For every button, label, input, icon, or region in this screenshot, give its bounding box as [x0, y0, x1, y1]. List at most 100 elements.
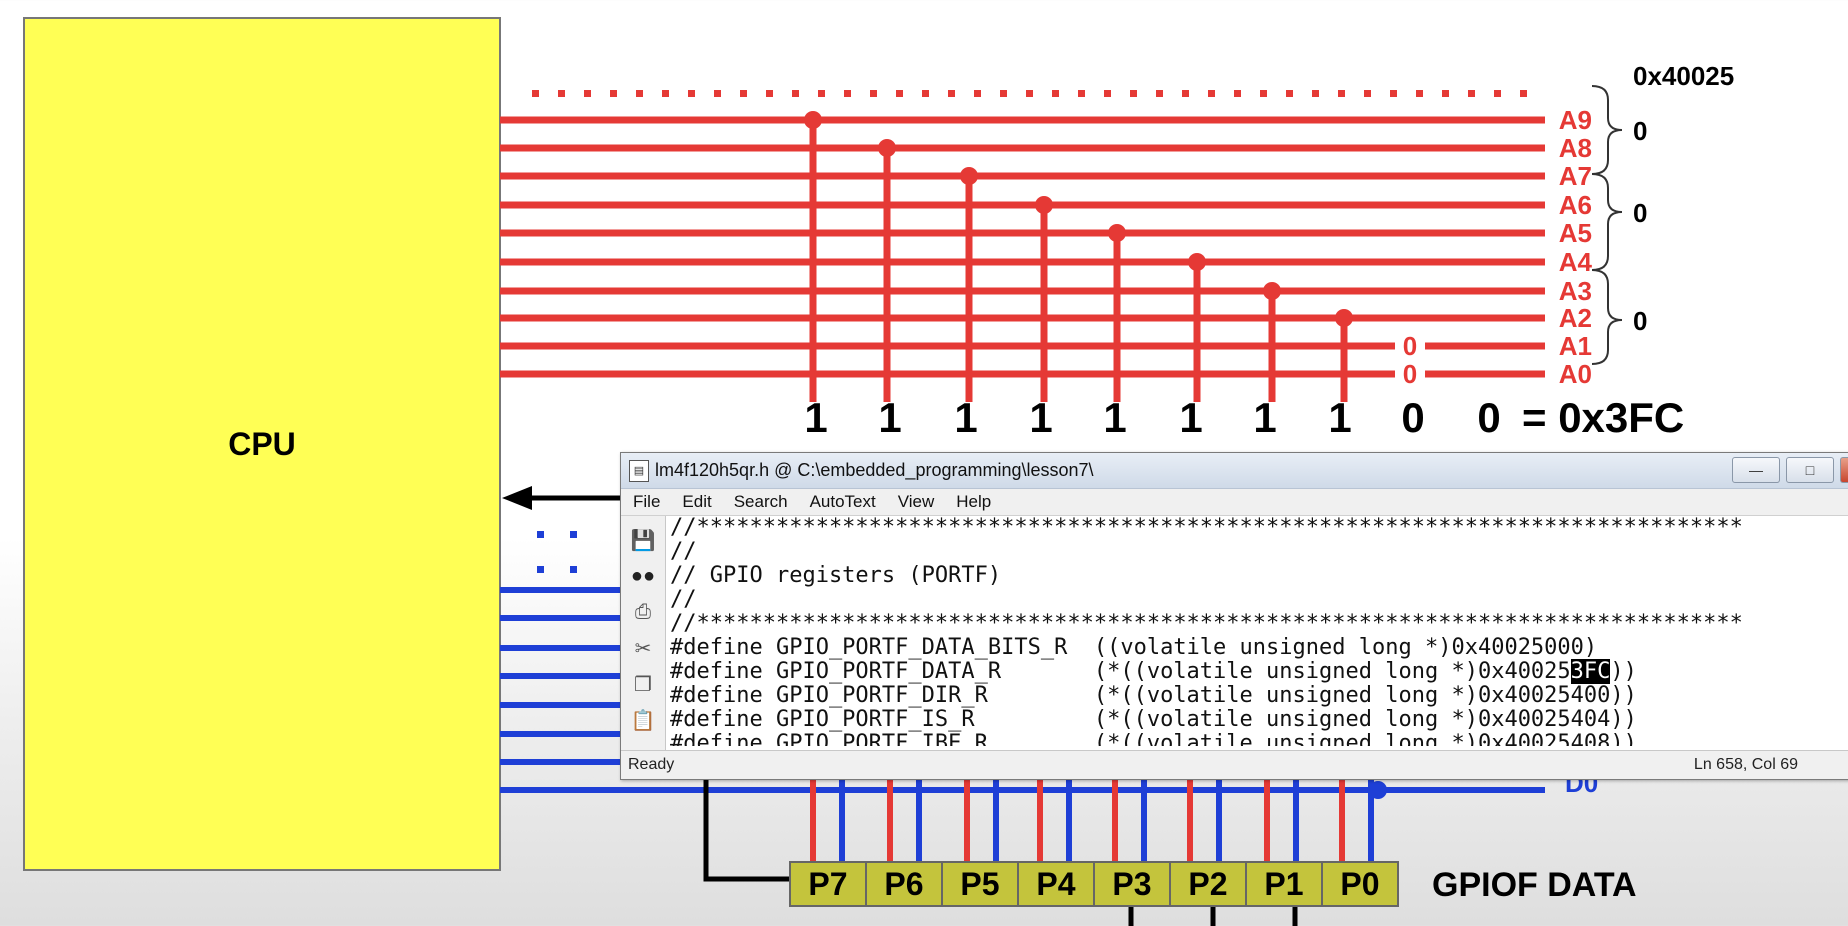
address-dot	[818, 90, 825, 97]
code-line: //	[670, 587, 697, 612]
bit-value: 1	[954, 394, 977, 441]
menu-search[interactable]: Search	[733, 492, 788, 511]
address-dot	[558, 90, 565, 97]
address-dot	[662, 90, 669, 97]
pin-label: P7	[808, 866, 847, 902]
bit-tap-dot	[1188, 253, 1206, 271]
address-dot	[1156, 90, 1163, 97]
editor-window[interactable]: ▤ lm4f120h5qr.h @ C:\embedded_programmin…	[620, 452, 1848, 780]
print-icon[interactable]: ⎙	[635, 600, 651, 623]
address-dot	[1286, 90, 1293, 97]
code-line: #define GPIO_PORTF_IBE_R (*((volatile un…	[670, 732, 1637, 746]
address-dot	[610, 90, 617, 97]
address-dot	[766, 90, 773, 97]
address-dot	[1000, 90, 1007, 97]
address-dot	[688, 90, 695, 97]
menu-help[interactable]: Help	[956, 492, 992, 511]
bit-tap-dot	[1035, 196, 1053, 214]
close-button[interactable]	[1840, 457, 1848, 483]
bit-value: 1	[804, 394, 827, 441]
data-dot	[537, 531, 544, 538]
save-icon[interactable]: 💾	[630, 529, 656, 552]
maximize-button[interactable]: □	[1786, 457, 1834, 483]
address-dot	[1468, 90, 1475, 97]
pin-label: P2	[1188, 866, 1227, 902]
menu-bar: File Edit Search AutoText View Help	[621, 489, 1848, 516]
address-dot	[1026, 90, 1033, 97]
paste-icon[interactable]: 📋	[630, 709, 656, 732]
code-line: //	[670, 539, 697, 564]
address-line-label: A1	[1559, 331, 1592, 361]
address-dot	[1208, 90, 1215, 97]
data-dot	[537, 566, 544, 573]
gpio-label: GPIOF DATA	[1432, 866, 1637, 904]
pin-label: P5	[960, 866, 999, 902]
selected-text: 3FC	[1570, 659, 1611, 684]
address-zero-label: 0	[1403, 331, 1417, 361]
bit-value: 1	[1179, 394, 1202, 441]
bit-tap-dot	[960, 167, 978, 185]
code-text-end: ))	[1610, 659, 1637, 684]
document-icon: ▤	[629, 459, 649, 482]
address-dot	[1104, 90, 1111, 97]
address-line-label: A0	[1559, 359, 1592, 389]
address-dot	[896, 90, 903, 97]
address-dot	[1182, 90, 1189, 97]
control-wire	[703, 780, 1298, 926]
code-editor[interactable]: //**************************************…	[666, 516, 1848, 751]
address-dot	[1312, 90, 1319, 97]
address-line-label: A7	[1559, 161, 1592, 191]
group-value-a30: 0	[1633, 306, 1647, 336]
menu-view[interactable]: View	[897, 492, 935, 511]
menu-edit[interactable]: Edit	[682, 492, 712, 511]
address-dots	[532, 90, 1527, 97]
copy-icon[interactable]: ❐	[634, 673, 652, 696]
zero-gap	[1395, 333, 1425, 359]
address-dot	[1520, 90, 1527, 97]
bit-value: 1	[878, 394, 901, 441]
code-line: // GPIO registers (PORTF)	[670, 563, 1002, 588]
bit-value: 0	[1401, 394, 1424, 441]
code-text: #define GPIO_PORTF_DATA_R (*((volatile u…	[670, 659, 1571, 684]
bit-tap-dot	[878, 139, 896, 157]
address-dot	[740, 90, 747, 97]
pin-box	[1169, 861, 1247, 907]
address-dot	[1234, 90, 1241, 97]
group-value-a98: 0	[1633, 116, 1647, 146]
base-address: 0x40025	[1633, 61, 1734, 91]
status-bar: Ready Ln 658, Col 69	[621, 750, 1848, 779]
address-line-label: A4	[1559, 247, 1593, 277]
address-dot	[1078, 90, 1085, 97]
cpu-label: CPU	[228, 426, 296, 462]
address-dot	[714, 90, 721, 97]
cpu-block	[23, 17, 501, 871]
binoculars-icon[interactable]: ●●	[630, 564, 656, 587]
minimize-button[interactable]: —	[1732, 457, 1780, 483]
address-dot	[1130, 90, 1137, 97]
bit-value: 1	[1328, 394, 1351, 441]
address-dot	[974, 90, 981, 97]
cut-icon[interactable]: ✂	[634, 637, 652, 660]
address-dot	[948, 90, 955, 97]
pin-label: P6	[884, 866, 923, 902]
data-dot	[570, 531, 577, 538]
address-line-label: A2	[1559, 303, 1592, 333]
minimize-icon: —	[1749, 462, 1763, 478]
menu-autotext[interactable]: AutoText	[809, 492, 876, 511]
editor-titlebar[interactable]: ▤ lm4f120h5qr.h @ C:\embedded_programmin…	[621, 453, 1848, 489]
address-dot	[1442, 90, 1449, 97]
window-controls: — □	[1732, 457, 1848, 483]
code-line: #define GPIO_PORTF_DATA_BITS_R ((volatil…	[670, 635, 1598, 660]
menu-file[interactable]: File	[633, 492, 661, 511]
address-dot	[844, 90, 851, 97]
code-line-highlighted: #define GPIO_PORTF_DATA_R (*((volatile u…	[666, 659, 1848, 684]
address-dot	[870, 90, 877, 97]
address-line-label: A3	[1559, 276, 1592, 306]
address-dot	[1260, 90, 1267, 97]
pin-box	[941, 861, 1019, 907]
bit-tap-dot	[1263, 282, 1281, 300]
